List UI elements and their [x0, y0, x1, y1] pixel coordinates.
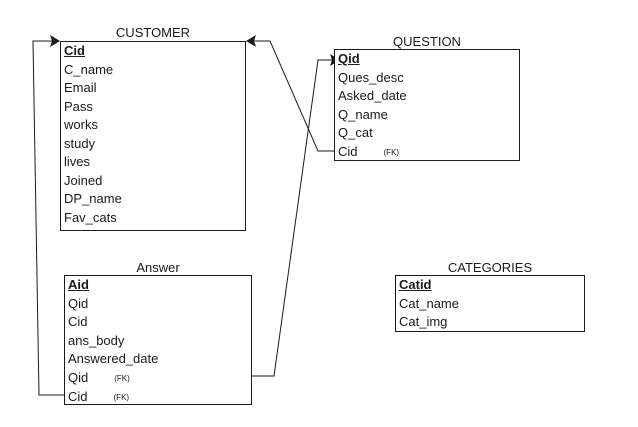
categories-title: CATEGORIES	[447, 260, 533, 275]
arrowhead-customer-left	[50, 35, 60, 47]
customer-attr-study: study	[64, 135, 96, 151]
question-attr-q-cat: Q_cat	[338, 125, 373, 140]
customer-attr-joined: Joined	[64, 172, 103, 188]
answer-cid-fk-label: Cid	[68, 389, 88, 404]
customer-attr-fav-cats: Fav_cats	[64, 209, 117, 225]
answer-attr-qid: Qid	[68, 295, 89, 311]
question-title: QUESTION	[393, 34, 461, 49]
question-cid-label: Cid	[338, 143, 358, 159]
question-cid-fk-marker: (FK)	[383, 147, 400, 157]
customer-title: CUSTOMER	[115, 25, 191, 40]
customer-attr-works: works	[64, 117, 98, 132]
relation-question-customer	[254, 40, 334, 152]
answer-attr-cid-fk: Cid (FK)	[65, 388, 251, 408]
question-attr-q-name: Q_name	[338, 106, 388, 122]
customer-attr-cid: Cid	[64, 43, 85, 58]
answer-attr-aid: Aid	[68, 277, 89, 292]
customer-attr-dp-name: DP_name	[64, 191, 122, 206]
customer-attr-email: Email	[64, 80, 97, 95]
arrowhead-customer-right	[246, 35, 256, 47]
categories-attr-cat-img: Cat_img	[399, 314, 448, 329]
answer-table[interactable]: Aid Qid Cid ans_body Answered_date Qid (F…	[64, 275, 252, 405]
categories-attr-cat-name: Cat_name	[399, 295, 459, 311]
customer-attr-lives: lives	[64, 154, 91, 169]
relation-answer-question	[252, 59, 334, 377]
answer-attr-ans-body: ans_body	[68, 332, 125, 348]
relation-answer-customer	[32, 40, 64, 396]
question-attr-ques-desc: Ques_desc	[338, 69, 404, 85]
answer-attr-cid: Cid	[68, 314, 88, 329]
question-attr-qid: Qid	[338, 51, 360, 66]
categories-table[interactable]: Catid Cat_name Cat_img	[395, 275, 585, 332]
categories-attr-catid: Catid	[399, 277, 432, 292]
answer-title: Answer	[136, 260, 180, 275]
answer-attr-qid-fk: Qid (FK)	[65, 369, 251, 389]
customer-attr-pass: Pass	[64, 98, 93, 114]
answer-cid-fk-marker: (FK)	[113, 393, 130, 402]
customer-attr-c-name: C_name	[64, 61, 114, 77]
customer-table[interactable]: Cid C_name Email Pass works study lives …	[60, 41, 246, 231]
question-attr-cid-fk: Cid (FK)	[335, 143, 519, 163]
answer-qid-fk-label: Qid	[68, 369, 89, 385]
answer-qid-fk-marker: (FK)	[114, 373, 130, 383]
question-table[interactable]: Qid Ques_desc Asked_date Q_name Q_cat Ci…	[334, 49, 520, 161]
answer-attr-answered-date: Answered_date	[68, 351, 159, 366]
question-attr-asked-date: Asked_date	[338, 88, 407, 103]
